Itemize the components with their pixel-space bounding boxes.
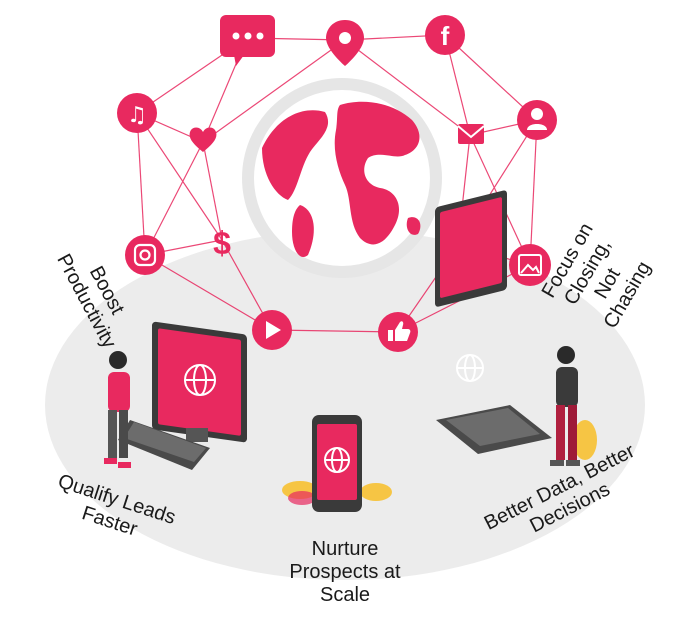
person-left	[104, 351, 131, 468]
facebook-icon: f	[425, 15, 465, 55]
smartphone	[282, 415, 392, 512]
globe-icon	[242, 78, 442, 278]
mail-icon	[457, 124, 485, 144]
heart-icon	[189, 127, 217, 152]
desktop-monitor	[118, 321, 247, 470]
thumbs-up-icon	[378, 312, 418, 352]
instagram-icon	[125, 235, 165, 275]
floor-ellipse	[45, 230, 645, 580]
play-icon	[252, 310, 292, 350]
location-pin-icon	[326, 20, 364, 66]
user-icon	[517, 100, 557, 140]
music-note-icon: ♫	[117, 93, 157, 133]
dollar-icon: $	[213, 225, 231, 261]
laptop	[435, 190, 552, 454]
svg-text:♫: ♫	[127, 103, 147, 128]
image-icon	[509, 244, 551, 286]
chat-bubble-icon	[220, 15, 275, 66]
svg-text:$: $	[213, 225, 231, 261]
label-nurture-prospects: Nurture Prospects at Scale	[289, 538, 401, 606]
person-right	[550, 346, 597, 466]
svg-text:f: f	[441, 21, 450, 51]
